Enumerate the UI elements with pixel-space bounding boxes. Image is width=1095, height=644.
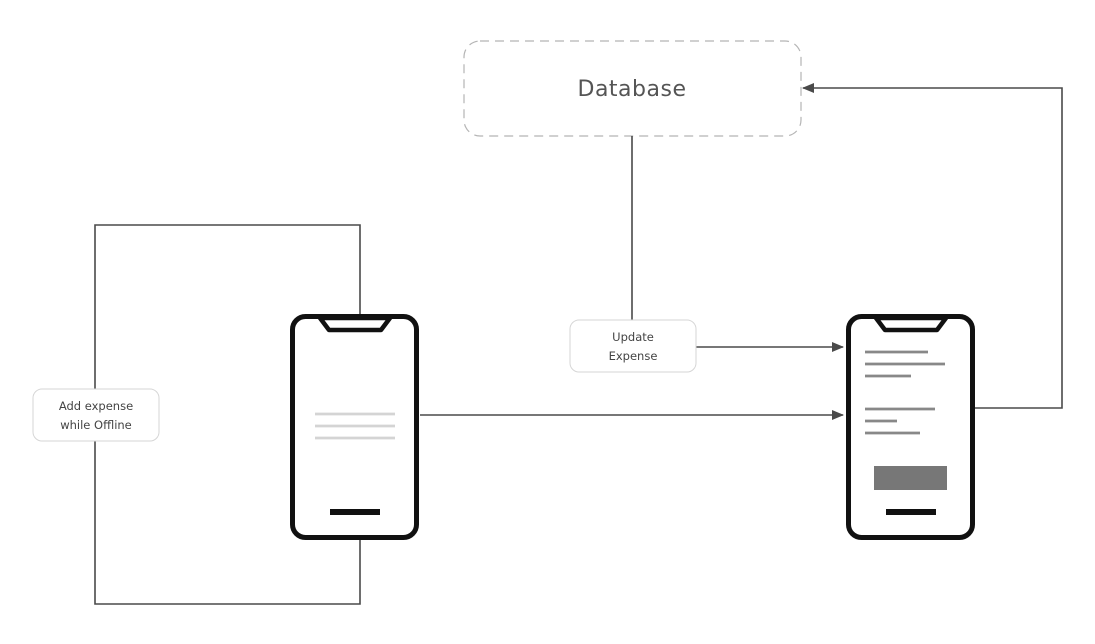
update-expense-note-line2: Expense [609,349,658,363]
smartphone-icon [290,314,419,540]
home-indicator [330,509,380,515]
database-label: Database [578,77,687,102]
home-indicator [886,509,936,515]
add-offline-note: Add expense while Offline [32,388,160,442]
return-to-database-arrow [802,83,1063,409]
phone-button-block [874,466,947,490]
smartphone-icon [846,314,975,540]
synced-content-lines [865,350,945,435]
add-offline-note-line1: Add expense [59,399,133,413]
add-offline-note-line2: while Offline [60,418,132,432]
phone-notch [873,315,949,333]
update-expense-note-line1: Update [612,330,654,344]
offline-content-lines [315,412,395,440]
database-node: Database [463,40,802,137]
phone-notch [317,315,393,333]
connectors [94,83,1063,605]
update-expense-note: Update Expense [569,319,697,373]
